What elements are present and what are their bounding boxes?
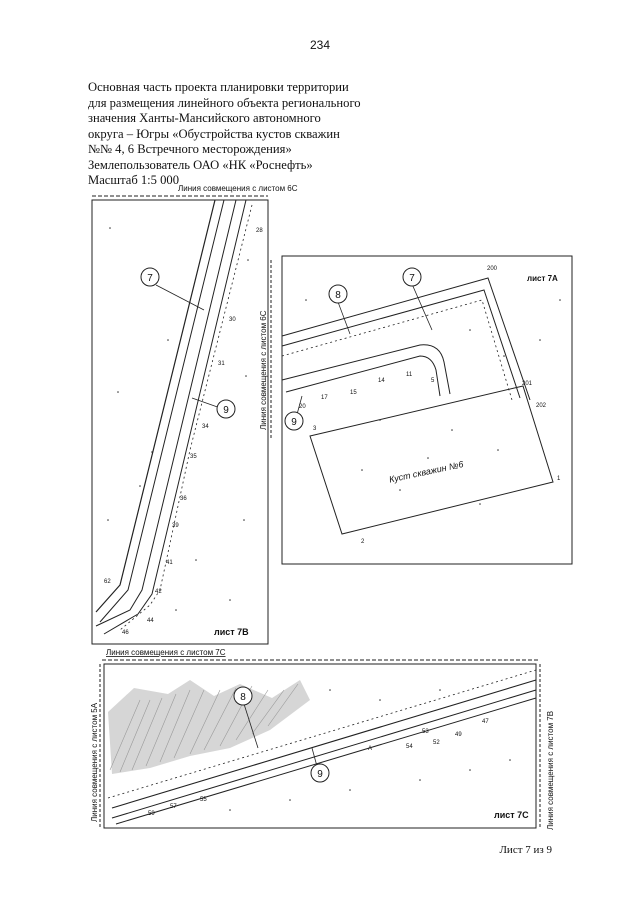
map-frame: [281, 255, 573, 565]
corridor-line: [115, 697, 537, 825]
leader-line: [337, 301, 351, 335]
point-label: 57: [170, 804, 177, 810]
survey-dots: [107, 227, 249, 611]
callout-circle: [140, 267, 160, 287]
point-label: 1: [557, 476, 561, 482]
header-line: округа – Югры «Обустройства кустов скваж…: [88, 126, 340, 141]
point-label: 200: [487, 266, 498, 272]
point-label: 17: [321, 395, 328, 401]
callout-circle: [233, 686, 253, 706]
point-label: 53: [422, 729, 429, 735]
corridor-line: [99, 199, 225, 623]
map-frame: [103, 663, 537, 829]
match-line-label-top: Линия совмещения с листом 6С: [178, 184, 298, 193]
match-line-label-top: Линия совмещения с листом 7С: [106, 648, 226, 657]
hatched-area: [108, 680, 310, 774]
point-label: 47: [482, 719, 489, 725]
point-label: 28: [256, 228, 263, 234]
point-label: 42: [155, 589, 162, 595]
point-label: 41: [166, 560, 173, 566]
callout-label: 9: [291, 417, 297, 428]
point-label: 52: [433, 740, 440, 746]
sheet-label: лист 7В: [214, 627, 249, 637]
header-line: Основная часть проекта планировки террит…: [88, 80, 349, 94]
callout-circle: [328, 284, 348, 304]
point-label: 54: [406, 744, 413, 750]
match-line-label-right: Линия совмещения с листом 7В: [546, 711, 555, 830]
header-line: значения Ханты-Мансийского автономного: [88, 111, 321, 125]
corridor-line: [281, 344, 451, 395]
sheet-label: лист 7А: [527, 274, 558, 283]
document-header: Основная часть проекта планировки террит…: [88, 80, 361, 189]
corridor-line: [281, 277, 531, 401]
point-label: 3: [313, 426, 317, 432]
callout-circle: [402, 267, 422, 287]
callout-label: 8: [240, 692, 246, 703]
header-line: Масштаб 1:5 000: [88, 173, 180, 187]
header-line: Землепользователь ОАО «НК «Роснефть»: [88, 157, 313, 172]
sheet-footer: Лист 7 из 9: [499, 844, 552, 856]
point-label: 31: [218, 361, 225, 367]
header-line: для размещения линейного объекта региона…: [88, 95, 361, 110]
point-label: A: [368, 746, 372, 752]
point-label: 44: [147, 618, 154, 624]
point-label: 14: [378, 378, 385, 384]
match-line-label-left: Линия совмещения с листом 5А: [90, 702, 99, 822]
corridor-line: [285, 355, 441, 397]
point-label: 46: [122, 630, 129, 636]
callout-label: 9: [317, 769, 323, 780]
point-label: 201: [522, 381, 533, 387]
corridor-line: [95, 199, 216, 613]
point-label: 36: [180, 496, 187, 502]
corridor-line: [103, 199, 247, 635]
point-label: 15: [350, 390, 357, 396]
pad-label: Куст скважин №6: [388, 459, 464, 485]
boundary-line: [119, 204, 253, 631]
leader-line: [411, 283, 433, 331]
leader-line: [155, 284, 205, 311]
point-label: 34: [202, 424, 209, 430]
callout-circle: [216, 399, 236, 419]
hatch-strokes: [109, 683, 299, 773]
point-label: 5: [431, 378, 435, 384]
survey-dots: [229, 689, 511, 811]
sheet-label: лист 7С: [494, 810, 529, 820]
callout-circle: [284, 411, 304, 431]
corridor-line: [95, 199, 237, 627]
boundary-line: [281, 299, 513, 401]
header-line: №№ 4, 6 Встречного месторождения»: [88, 142, 292, 156]
point-label: 30: [229, 317, 236, 323]
corridor-line: [281, 289, 521, 399]
map-frame: [91, 199, 269, 645]
map-7b: Линия совмещения с листом 6С Линия совме…: [91, 184, 298, 645]
point-label: 35: [190, 454, 197, 460]
point-label: 49: [455, 732, 462, 738]
well-pad-outline: [309, 385, 554, 535]
callout-label: 7: [147, 273, 153, 284]
match-line-label-right: Линия совмещения с листом 6С: [259, 310, 268, 430]
callout-label: 7: [409, 273, 415, 284]
survey-dots: [305, 299, 561, 505]
corridor-line: [111, 689, 537, 819]
point-label: 202: [536, 403, 547, 409]
map-7a: лист 7А Куст скважин №6 7 8 9 200 201 20…: [281, 255, 573, 565]
point-label: 39: [172, 523, 179, 529]
callout-label: 9: [223, 405, 229, 416]
point-label: 2: [361, 539, 365, 545]
point-label: 11: [406, 372, 413, 378]
corridor-line: [111, 679, 537, 809]
page-number: 234: [309, 38, 331, 52]
point-label: 59: [148, 811, 155, 817]
callout-label: 8: [335, 290, 341, 301]
point-label: 62: [104, 579, 111, 585]
leader-line: [243, 703, 259, 749]
point-label: 55: [200, 797, 207, 803]
map-7c: Линия совмещения с листом 7С Линия совме…: [90, 648, 555, 830]
callout-circle: [310, 763, 330, 783]
point-label: 20: [299, 404, 306, 410]
